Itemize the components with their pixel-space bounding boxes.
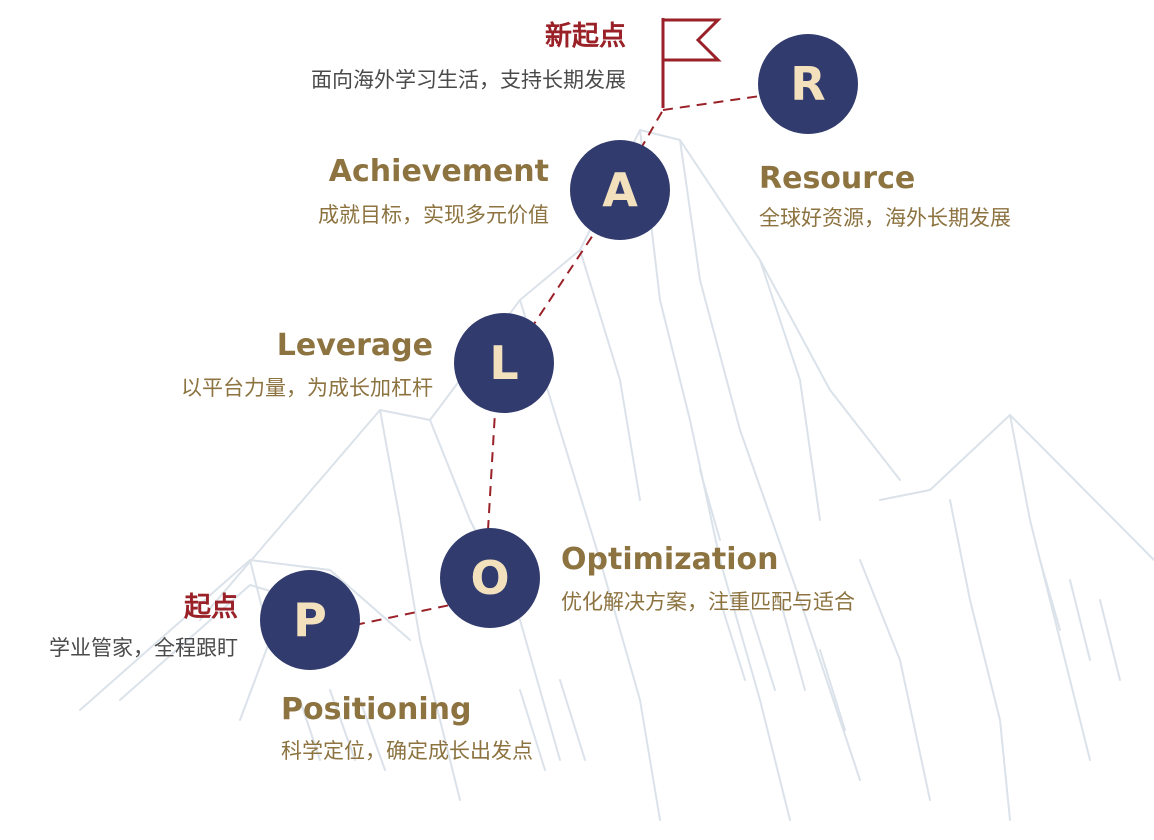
node-letter: A xyxy=(602,163,638,217)
new-start-label: 新起点 xyxy=(545,21,626,52)
positioning-desc: 科学定位，确定成长出发点 xyxy=(281,739,533,763)
optimization-desc: 优化解决方案，注重匹配与适合 xyxy=(561,590,855,614)
new-start-desc: 面向海外学习生活，支持长期发展 xyxy=(311,68,626,92)
node-leverage: L xyxy=(454,313,554,413)
node-letter: L xyxy=(489,336,519,390)
achievement-title: Achievement xyxy=(328,154,549,189)
node-positioning: P xyxy=(260,570,360,670)
resource-title: Resource xyxy=(759,161,916,196)
path-dashed-line xyxy=(354,95,761,626)
optimization-title: Optimization xyxy=(561,542,779,577)
start-desc: 学业管家，全程跟盯 xyxy=(49,636,238,660)
node-optimization: O xyxy=(440,528,540,628)
leverage-desc: 以平台力量，为成长加杠杆 xyxy=(181,376,433,400)
resource-desc: 全球好资源，海外长期发展 xyxy=(759,206,1011,230)
positioning-title: Positioning xyxy=(281,692,472,727)
node-achievement: A xyxy=(570,140,670,240)
mountain-sketch xyxy=(79,129,1154,821)
node-resource: R xyxy=(758,34,858,134)
start-label: 起点 xyxy=(184,592,238,623)
node-letter: R xyxy=(790,57,826,111)
achievement-desc: 成就目标，实现多元价值 xyxy=(318,203,549,227)
node-letter: P xyxy=(293,593,327,647)
node-letter: O xyxy=(470,551,510,605)
leverage-title: Leverage xyxy=(276,328,433,363)
flag-icon xyxy=(661,18,722,108)
